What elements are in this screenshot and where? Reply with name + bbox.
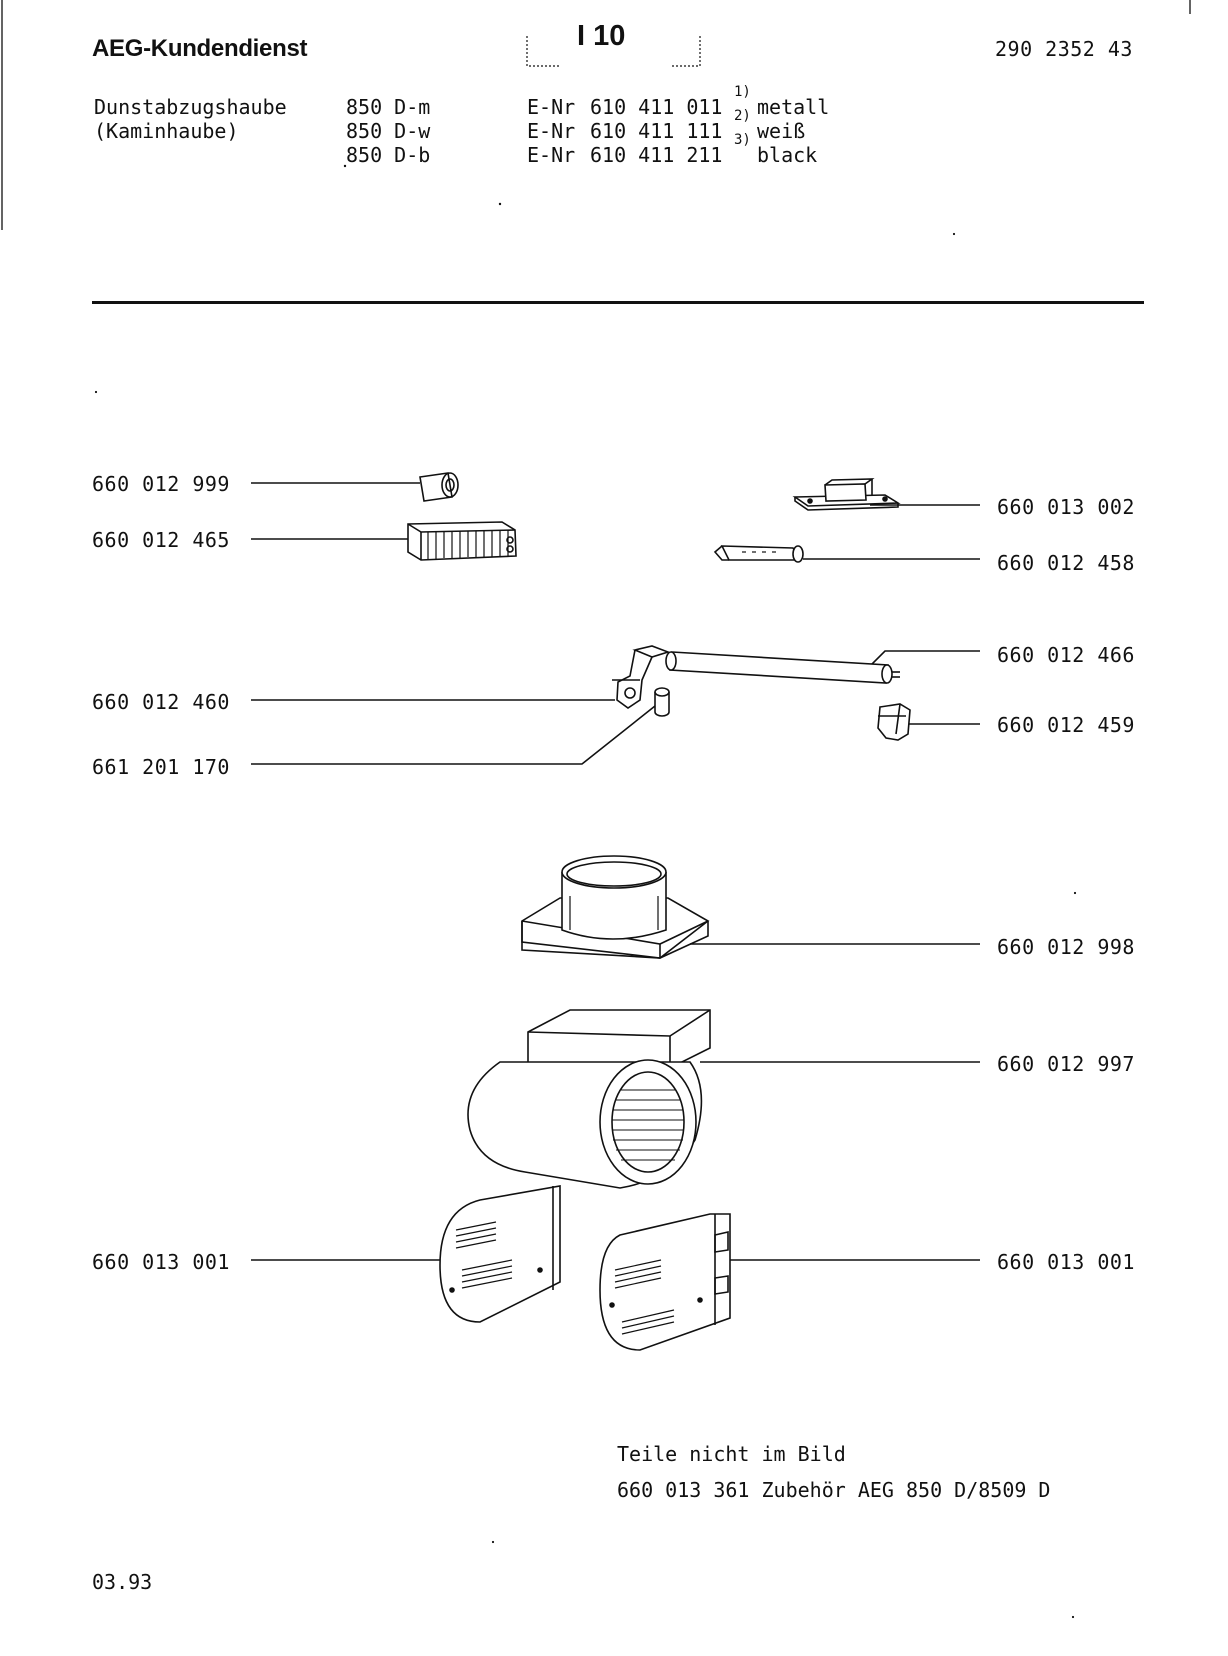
- fluorescent-tube-drawing: [665, 651, 900, 684]
- footnote-mark-1: 1): [734, 84, 751, 100]
- part-number-grease-filter-right: 660 013 001: [997, 1250, 1135, 1274]
- model-1: 850 D-m: [346, 95, 431, 119]
- speck: [498, 202, 502, 206]
- ballast-drawing: [792, 478, 901, 511]
- product-line-2: (Kaminhaube): [94, 119, 239, 143]
- terminal-strip-drawing: [407, 521, 517, 561]
- part-number-blower-housing: 660 012 997: [997, 1052, 1135, 1076]
- enr-number-2: 610 411 111: [590, 119, 723, 143]
- part-number-switch-block: 660 012 458: [997, 551, 1135, 575]
- part-number-starter: 661 201 170: [92, 755, 230, 779]
- speck: [491, 1540, 495, 1544]
- product-line-1: Dunstabzugshaube: [94, 95, 287, 119]
- starter-drawing: [654, 687, 670, 717]
- part-number-fuse-holder: 660 012 999: [92, 472, 230, 496]
- document-number: 290 2352 43: [995, 37, 1133, 61]
- part-number-ballast: 660 013 002: [997, 495, 1135, 519]
- speck: [343, 164, 347, 168]
- lamp-holder-right-drawing: [877, 703, 911, 741]
- leader-starter: [251, 705, 656, 765]
- blower-housing-drawing: [467, 1009, 711, 1189]
- enr-label-2: E-Nr: [527, 119, 576, 143]
- brand-title: AEG-Kundendienst: [92, 35, 308, 62]
- note-accessory: 660 013 361 Zubehör AEG 850 D/8509 D: [617, 1478, 1051, 1502]
- lamp-holder-left-drawing: [612, 645, 671, 709]
- variant-2: weiß: [757, 119, 806, 143]
- page-number: I 10: [577, 20, 626, 52]
- variant-3: black: [757, 143, 818, 167]
- enr-label-1: E-Nr: [527, 95, 576, 119]
- grease-filter-right-drawing: [599, 1213, 731, 1351]
- page-number-bracket: [526, 36, 701, 67]
- grease-filter-left-drawing: [439, 1185, 561, 1323]
- model-2: 850 D-w: [346, 119, 431, 143]
- part-number-duct-adapter: 660 012 998: [997, 935, 1135, 959]
- header-rule: [92, 301, 1144, 304]
- enr-label-3: E-Nr: [527, 143, 576, 167]
- variant-1: metall: [757, 95, 830, 119]
- speck: [94, 390, 98, 394]
- part-number-terminal-strip: 660 012 465: [92, 528, 230, 552]
- model-3: 850 D-b: [346, 143, 431, 167]
- fuse-holder-drawing: [419, 472, 459, 502]
- print-date: 03.93: [92, 1570, 153, 1594]
- enr-number-1: 610 411 011: [590, 95, 723, 119]
- note-title: Teile nicht im Bild: [617, 1442, 846, 1466]
- duct-adapter-drawing: [521, 855, 710, 959]
- speck: [1071, 1615, 1075, 1619]
- part-number-lamp-holder-left: 660 012 460: [92, 690, 230, 714]
- footnote-mark-2: 2): [734, 108, 751, 124]
- leader-lines: [251, 482, 980, 1261]
- part-number-fluorescent-tube: 660 012 466: [997, 643, 1135, 667]
- enr-number-3: 610 411 211: [590, 143, 723, 167]
- part-number-grease-filter-left: 660 013 001: [92, 1250, 230, 1274]
- switch-block-drawing: [713, 545, 804, 563]
- part-number-lamp-holder-right: 660 012 459: [997, 713, 1135, 737]
- footnote-mark-3: 3): [734, 132, 751, 148]
- speck: [1073, 891, 1077, 895]
- speck: [952, 232, 956, 236]
